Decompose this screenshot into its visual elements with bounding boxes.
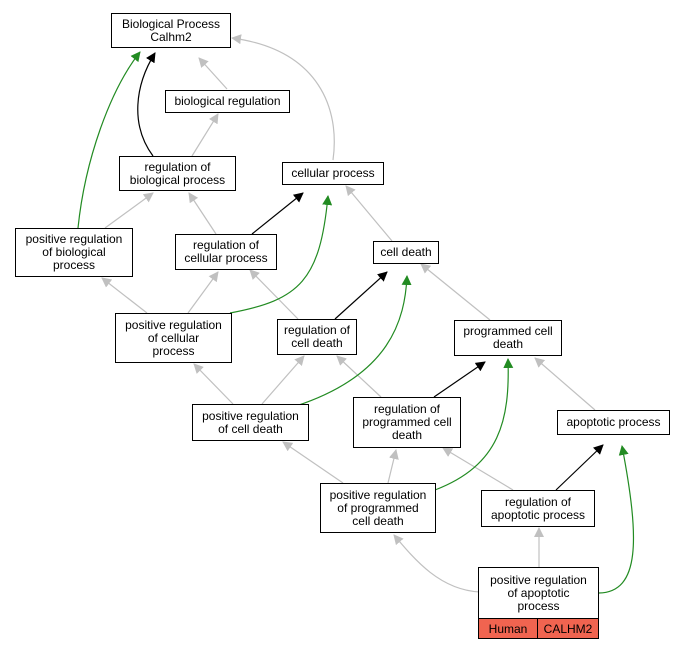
node-label: regulation of programmed cell death	[362, 402, 452, 442]
node-regulation-of-cellular-process[interactable]: regulation of cellular process	[175, 234, 277, 270]
edge-is-a	[191, 113, 219, 157]
node-programmed-cell-death[interactable]: programmed cell death	[454, 320, 562, 356]
node-label: positive regulation of biological proces…	[25, 232, 123, 272]
node-biological-process-calhm2[interactable]: Biological Process Calhm2	[111, 13, 231, 48]
edge-positively-regulates	[434, 358, 514, 491]
edge-positively-regulates	[229, 195, 333, 314]
edge-is-a	[345, 185, 393, 242]
gene-cell-calhm2[interactable]: CALHM2	[537, 618, 599, 639]
edge-is-a	[420, 263, 491, 321]
edge-is-a	[336, 355, 382, 398]
edge-is-a	[282, 441, 344, 484]
node-apoptotic-process[interactable]: apoptotic process	[557, 410, 670, 435]
edge-is-a	[249, 269, 299, 320]
edge-is-a	[104, 192, 154, 229]
node-positive-regulation-of-apoptotic-process[interactable]: positive regulation of apoptotic process	[478, 567, 599, 619]
edge-is-a	[534, 357, 596, 411]
node-regulation-of-biological-process[interactable]: regulation of biological process	[119, 156, 236, 191]
node-label: Biological Process Calhm2	[121, 16, 221, 44]
edge-regulates	[555, 444, 604, 491]
node-label: positive regulation of cellular process	[125, 317, 222, 358]
node-positive-regulation-of-cellular-process[interactable]: positive regulation of cellular process	[115, 313, 232, 363]
node-cell-death[interactable]: cell death	[373, 241, 439, 264]
node-regulation-of-cell-death[interactable]: regulation of cell death	[277, 319, 357, 355]
edge-positively-regulates	[295, 275, 412, 407]
node-regulation-of-apoptotic-process[interactable]: regulation of apoptotic process	[481, 490, 595, 527]
edge-regulates	[433, 361, 486, 398]
node-positive-regulation-of-cell-death[interactable]: positive regulation of cell death	[192, 404, 309, 441]
node-label: cell death	[380, 245, 432, 259]
edge-is-a	[231, 34, 335, 161]
node-label: cellular process	[291, 166, 375, 180]
edge-is-a	[442, 447, 514, 491]
node-label: positive regulation of cell death	[202, 408, 299, 436]
edge-is-a	[261, 355, 305, 405]
edge-is-a	[187, 271, 219, 314]
node-label: positive regulation of apoptotic process	[490, 573, 587, 613]
node-label: regulation of apoptotic process	[490, 494, 586, 522]
edge-is-a	[188, 192, 217, 235]
species-label: Human	[488, 621, 528, 636]
edge-is-a	[387, 449, 399, 484]
node-regulation-of-programmed-cell-death[interactable]: regulation of programmed cell death	[353, 397, 461, 448]
gene-label: CALHM2	[543, 621, 593, 636]
edge-is-a	[101, 277, 148, 314]
node-label: apoptotic process	[566, 415, 661, 429]
node-positive-regulation-of-programmed-cell-death[interactable]: positive regulation of programmed cell d…	[320, 483, 436, 533]
node-label: regulation of biological process	[129, 159, 226, 187]
edge-regulates	[334, 271, 388, 320]
edge-is-a	[193, 363, 234, 405]
edge-is-a	[198, 57, 228, 90]
species-cell-human[interactable]: Human	[478, 618, 538, 639]
node-positive-regulation-of-biological-process[interactable]: positive regulation of biological proces…	[15, 228, 133, 277]
edge-regulates	[251, 192, 304, 235]
node-label: programmed cell death	[463, 324, 553, 351]
node-label: biological regulation	[174, 94, 281, 108]
node-label: regulation of cell death	[283, 323, 351, 350]
node-label: positive regulation of programmed cell d…	[329, 487, 427, 528]
edge-positively-regulates	[598, 445, 635, 594]
edge-is-a	[393, 534, 481, 593]
node-label: regulation of cellular process	[184, 238, 268, 265]
node-biological-regulation[interactable]: biological regulation	[165, 90, 290, 113]
edge-positively-regulates	[77, 51, 141, 229]
edge-regulates	[137, 52, 156, 157]
node-cellular-process[interactable]: cellular process	[282, 162, 384, 185]
